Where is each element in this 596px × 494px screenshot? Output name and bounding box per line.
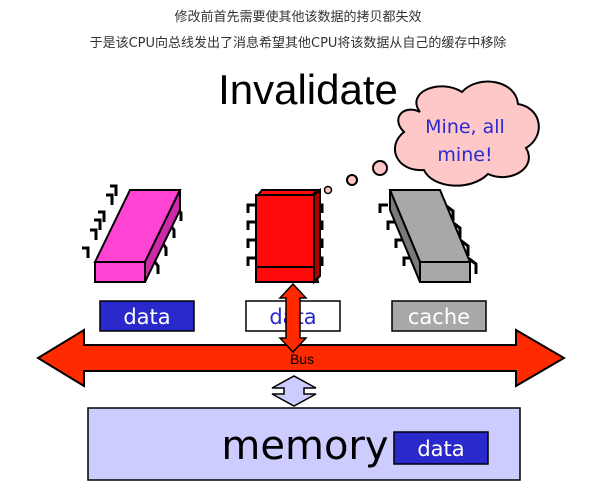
caption-line-1: 修改前首先需要使其他该数据的拷贝都失效: [174, 10, 422, 25]
memory-label: memory: [221, 423, 388, 469]
cache-left: data: [99, 300, 195, 332]
thought-cloud: Mine, all mine!: [323, 80, 540, 195]
memory-cell-label: data: [417, 437, 464, 461]
cpu-left: [82, 184, 183, 283]
cache-right-label: cache: [408, 305, 470, 329]
memory-block: memory data: [87, 407, 521, 481]
cpu-bus-arrow: [278, 282, 308, 354]
cpu-right: [378, 189, 478, 283]
cache-right: cache: [391, 300, 487, 332]
caption-line-2: 于是该CPU向总线发出了消息希望其他CPU将该数据从自己的缓存中移除: [89, 36, 507, 51]
bus-arrow: [36, 328, 566, 388]
thought-text-line-1: Mine, all: [425, 116, 505, 138]
bus-memory-arrow: [271, 375, 317, 407]
memory-cell-box: [393, 431, 489, 465]
cache-left-label: data: [123, 305, 170, 329]
bus-label: Bus: [290, 351, 314, 367]
cpu-middle: [246, 187, 324, 285]
diagram-title: Invalidate: [218, 66, 398, 113]
thought-text-line-2: mine!: [437, 144, 492, 166]
